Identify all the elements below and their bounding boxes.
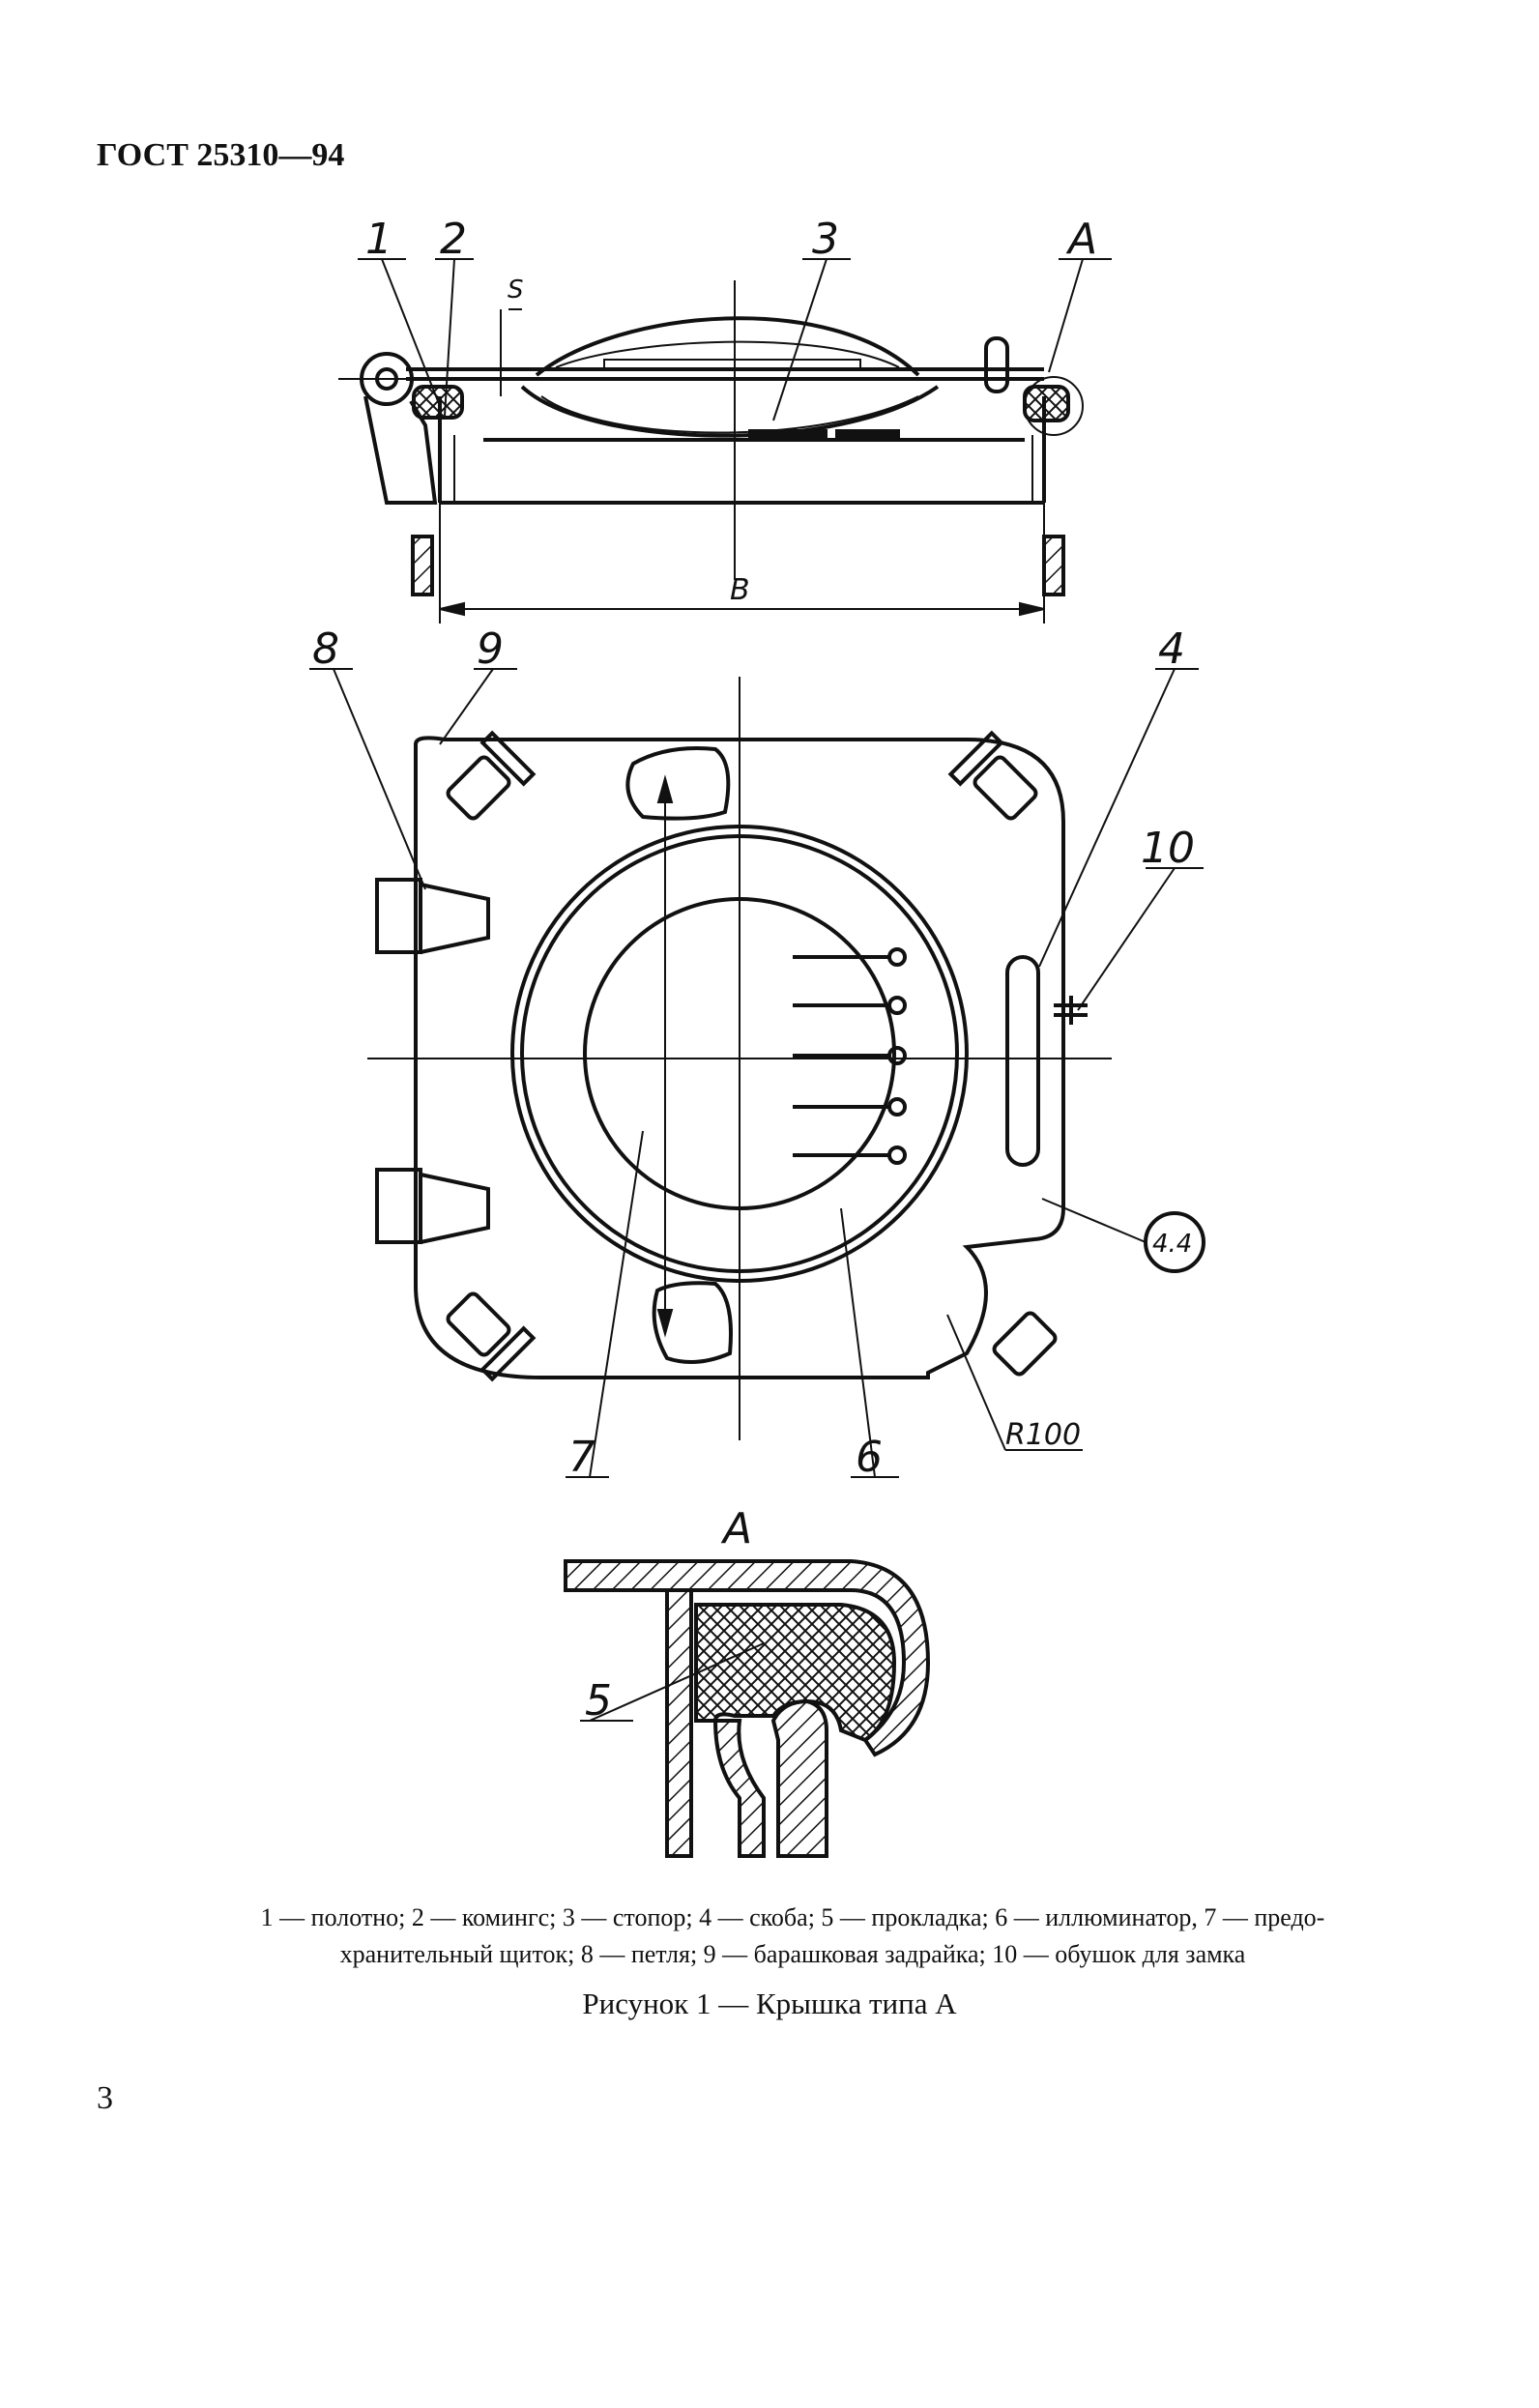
callout-2: 2 [440,215,467,264]
legend-line-2: хранительный щиток; 8 — петля; 9 — бараш… [339,1940,1246,1968]
callout-a-top: A [1065,215,1097,264]
detail-a-title: A [720,1504,752,1553]
dim-s: S [508,276,524,305]
callout-9: 9 [477,624,504,674]
figure-title: Рисунок 1 — Крышка типа А [582,1987,957,2020]
callout-1: 1 [365,215,392,264]
detail-a [564,1559,931,1858]
callout-8: 8 [312,624,339,674]
roughness-mark: 4.4 [1152,1230,1192,1259]
callout-10: 10 [1141,824,1195,873]
callout-leaders-top [358,258,1112,421]
document-header: ГОСТ 25310—94 [97,137,345,173]
callout-4: 4 [1158,624,1185,674]
callout-5: 5 [585,1676,612,1726]
callout-7: 7 [568,1433,595,1482]
callout-3: 3 [812,215,839,264]
callout-leaders-plan [309,668,1204,1478]
section-view [338,280,1084,624]
page-number: 3 [97,2080,113,2116]
dim-b: B [730,573,750,607]
dim-radius: R100 [1005,1418,1081,1452]
plan-view [367,677,1205,1440]
callout-6: 6 [856,1433,883,1482]
legend-line-1: 1 — полотно; 2 — комингс; 3 — стопор; 4 … [260,1903,1325,1931]
